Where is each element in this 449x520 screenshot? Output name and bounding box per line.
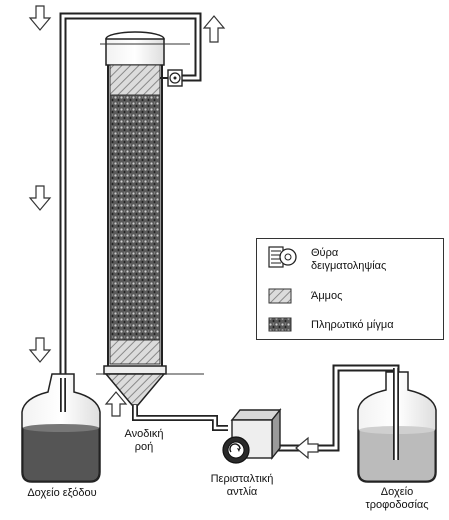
pump-label-line1: Περισταλτική — [210, 473, 274, 485]
legend-sampling-port-line2: δειγματοληψίας — [311, 260, 387, 272]
legend-sampling-port-line1: Θύρα — [311, 247, 339, 259]
down-arrow-icon — [28, 5, 52, 363]
upflow-label-line1: Ανοδική — [124, 428, 164, 440]
legend-swatches — [268, 246, 297, 332]
upflow-label-line2: ροή — [134, 441, 154, 453]
legend-packing-mix: Πληρωτικό μίγμα — [311, 319, 394, 331]
inlet-tube — [132, 405, 228, 431]
left-arrow-icon — [295, 436, 319, 460]
feed-tank — [357, 368, 437, 483]
sampling-port-icon — [268, 246, 297, 268]
legend: Θύρα δειγματοληψίας Άμμος Πληρωτικό μίγμ… — [256, 238, 444, 340]
output-tank-label: Δοχείο εξόδου — [27, 487, 97, 499]
packed-column — [96, 31, 204, 406]
peristaltic-pump — [222, 408, 282, 464]
pump-label-line2: αντλία — [226, 486, 258, 498]
legend-sand: Άμμος — [311, 290, 343, 302]
sand-swatch — [268, 288, 292, 304]
output-tube — [59, 12, 202, 412]
upflow-arrow-icon — [104, 391, 128, 417]
up-arrow-icon — [202, 15, 226, 43]
feed-tank-label-line2: τροφοδοσίας — [365, 499, 429, 511]
packing-swatch — [268, 317, 292, 332]
feed-tank-label-line1: Δοχείο — [380, 486, 414, 498]
sampling-port-icon — [160, 69, 183, 87]
output-tank — [21, 373, 101, 483]
